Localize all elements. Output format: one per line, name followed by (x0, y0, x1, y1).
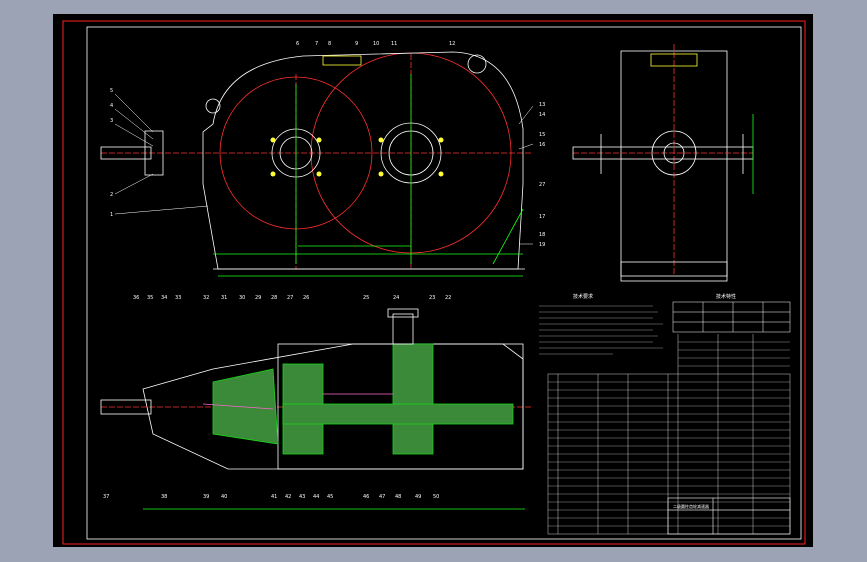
callout-14: 14 (539, 112, 545, 118)
callout-5: 5 (110, 88, 113, 94)
callout-39: 39 (203, 494, 209, 500)
callout-35: 35 (147, 295, 153, 301)
bolt (316, 171, 322, 177)
callout-42: 42 (285, 494, 291, 500)
front-view (100, 51, 533, 277)
callout-45: 45 (327, 494, 333, 500)
lifting-eye-right (467, 54, 487, 74)
callout-34: 34 (161, 295, 167, 301)
bolt (378, 137, 384, 143)
callout-25: 25 (363, 295, 369, 301)
callout-26: 26 (303, 295, 309, 301)
callout-22: 22 (445, 295, 451, 301)
title-block (667, 497, 791, 535)
callout-48: 48 (395, 494, 401, 500)
callout-8: 8 (328, 41, 331, 47)
callout-30: 30 (239, 295, 245, 301)
callout-18: 18 (539, 232, 545, 238)
callout-7: 7 (315, 41, 318, 47)
callout-19: 19 (539, 242, 545, 248)
callout-33: 33 (175, 295, 181, 301)
callout-32: 32 (203, 295, 209, 301)
parts-list (547, 334, 791, 535)
front-bolts (270, 137, 444, 177)
callout-10: 10 (373, 41, 379, 47)
front-callouts (114, 93, 534, 245)
callout-1: 1 (110, 212, 113, 218)
top-gear-right (392, 343, 434, 455)
inspection-cover (322, 55, 362, 66)
bom-rows (548, 341, 790, 527)
side-bearing-inner (663, 142, 685, 164)
input-shaft (100, 146, 152, 160)
callout-27-side: 27 (539, 182, 545, 188)
top-shaft-long (282, 403, 514, 425)
housing-outline (202, 51, 524, 270)
callout-44: 44 (313, 494, 319, 500)
callout-9: 9 (355, 41, 358, 47)
callout-2: 2 (110, 192, 113, 198)
oil-gauge (492, 208, 524, 265)
top-pink-accents (202, 393, 393, 410)
side-view (572, 44, 754, 282)
callout-40: 40 (221, 494, 227, 500)
callout-24: 24 (393, 295, 399, 301)
top-output-cap (387, 308, 419, 318)
callout-12: 12 (449, 41, 455, 47)
callout-37: 37 (103, 494, 109, 500)
callout-17: 17 (539, 214, 545, 220)
bolt (316, 137, 322, 143)
side-housing (620, 50, 728, 282)
characteristics-heading: 技术特性 (716, 293, 736, 300)
top-input-shaft (100, 399, 152, 415)
assembly-drawing: 5 4 3 2 1 6 7 8 9 10 11 12 13 14 15 16 1… (62, 20, 806, 545)
top-output-shaft (392, 313, 414, 345)
callout-3: 3 (110, 118, 113, 124)
side-top-cover (650, 53, 698, 67)
cad-viewport[interactable]: 5 4 3 2 1 6 7 8 9 10 11 12 13 14 15 16 1… (53, 14, 813, 547)
callout-31: 31 (221, 295, 227, 301)
bolt (270, 137, 276, 143)
bearing-cap-left (144, 130, 164, 176)
callout-11: 11 (391, 41, 397, 47)
callout-28: 28 (271, 295, 277, 301)
lifting-eye-left (205, 98, 221, 114)
callout-38: 38 (161, 494, 167, 500)
top-view (100, 308, 533, 510)
bolt (438, 171, 444, 177)
callout-27: 27 (287, 295, 293, 301)
drawing-border (86, 26, 802, 540)
callout-23: 23 (429, 295, 435, 301)
side-base (620, 261, 728, 277)
callout-43: 43 (299, 494, 305, 500)
bolt (270, 171, 276, 177)
callout-29: 29 (255, 295, 261, 301)
top-bevel-gear (212, 368, 279, 445)
callout-4: 4 (110, 103, 113, 109)
tech-requirements-lines (539, 305, 663, 355)
characteristics-table (672, 301, 791, 333)
callout-16: 16 (539, 142, 545, 148)
callout-46: 46 (363, 494, 369, 500)
sheet-frame (62, 20, 806, 545)
callout-6: 6 (296, 41, 299, 47)
callout-47: 47 (379, 494, 385, 500)
callout-41: 41 (271, 494, 277, 500)
callout-50: 50 (433, 494, 439, 500)
bolt (378, 171, 384, 177)
callout-36: 36 (133, 295, 139, 301)
bolt (438, 137, 444, 143)
tech-requirements-heading: 技术要求 (573, 293, 593, 300)
title-block-label: 二级圆柱齿轮减速器 (673, 503, 709, 509)
side-bearing-outer (651, 130, 697, 176)
callout-49: 49 (415, 494, 421, 500)
callout-13: 13 (539, 102, 545, 108)
callout-15: 15 (539, 132, 545, 138)
